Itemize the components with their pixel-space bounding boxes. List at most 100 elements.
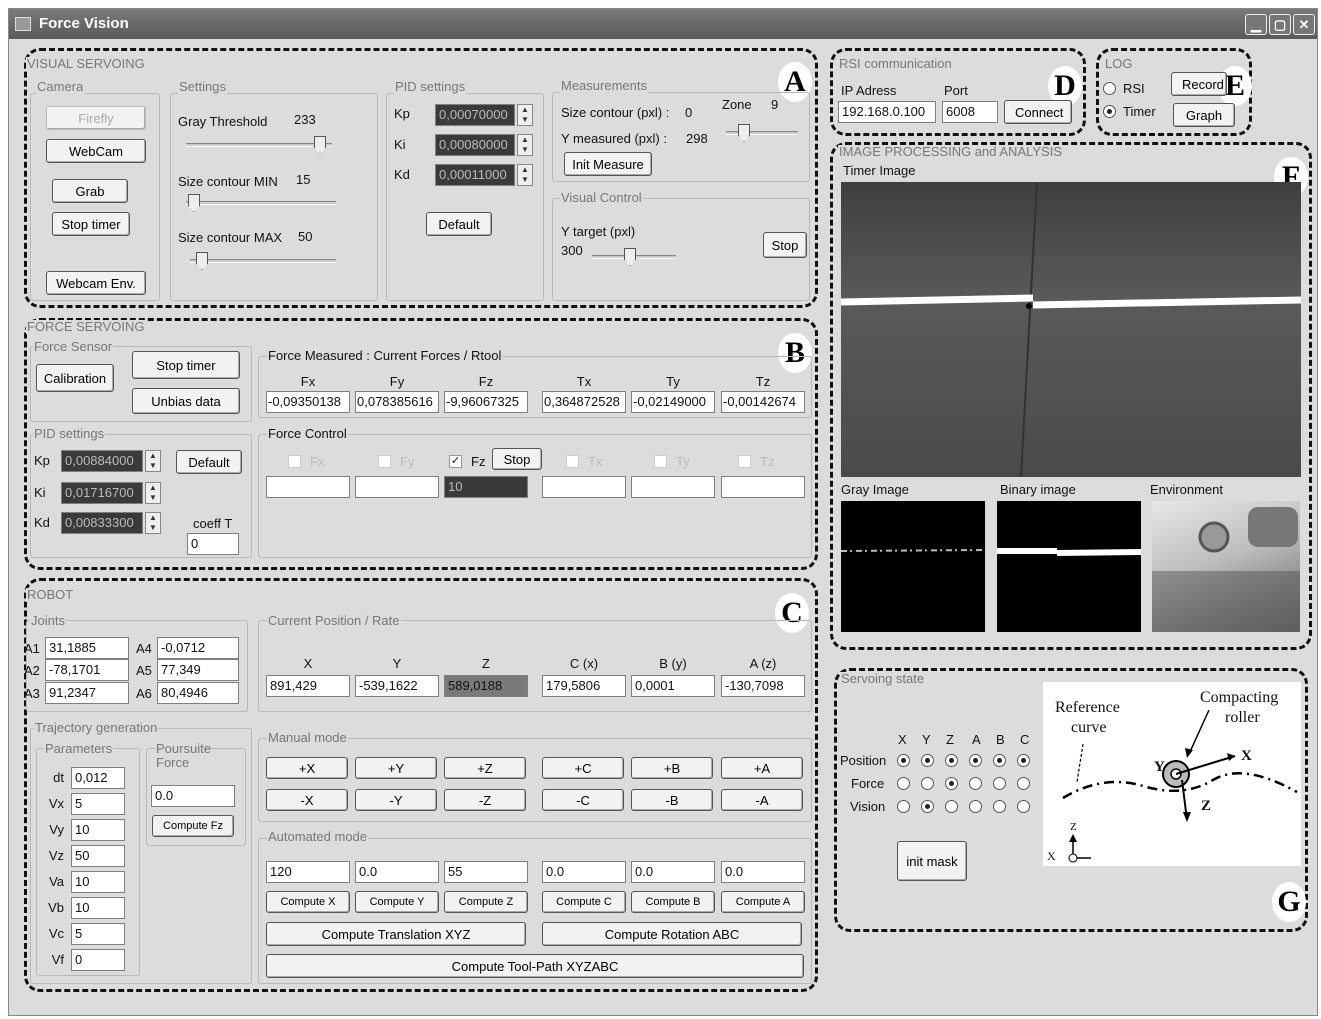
position-y-field[interactable]: -539,1622 (355, 675, 439, 697)
vb-field[interactable]: 10 (71, 897, 125, 919)
state-vision-b-radio[interactable] (993, 800, 1006, 813)
vz-field[interactable]: 50 (71, 845, 125, 867)
position-b-field[interactable]: 0,0001 (631, 675, 715, 697)
state-vision-x-radio[interactable] (897, 800, 910, 813)
state-vision-z-radio[interactable] (945, 800, 958, 813)
maximize-button[interactable]: ▢ (1269, 14, 1291, 35)
force-ki-spinner[interactable]: ▲▼ (145, 482, 161, 504)
compute-b-button[interactable]: Compute B (631, 891, 715, 913)
position-z-field[interactable]: 589,0188 (444, 675, 528, 697)
init-mask-button[interactable]: init mask (897, 841, 967, 881)
size-contour-max-slider[interactable] (190, 252, 336, 270)
compute-toolpath-button[interactable]: Compute Tool-Path XYZABC (266, 954, 804, 978)
state-vision-a-radio[interactable] (969, 800, 982, 813)
force-kd-field[interactable]: 0,00833300 (61, 512, 143, 534)
force-kp-spinner[interactable]: ▲▼ (145, 450, 161, 472)
position-c-field[interactable]: 179,5806 (542, 675, 626, 697)
force-pid-default-button[interactable]: Default (176, 450, 242, 474)
force-control-tz-checkbox[interactable] (738, 455, 751, 468)
force-control-ty-field[interactable] (631, 476, 715, 498)
position-a-field[interactable]: -130,7098 (721, 675, 805, 697)
a6-field[interactable]: 80,4946 (157, 682, 239, 704)
a3-field[interactable]: 91,2347 (45, 682, 129, 704)
compute-translation-button[interactable]: Compute Translation XYZ (266, 922, 526, 946)
minus-y-button[interactable]: -Y (355, 789, 437, 811)
state-vision-c-radio[interactable] (1017, 800, 1030, 813)
visual-ki-field[interactable]: 0,00080000 (435, 134, 515, 156)
rsi-radio[interactable] (1103, 82, 1116, 95)
close-button[interactable]: ✕ (1293, 14, 1315, 35)
state-vision-y-radio[interactable] (921, 800, 934, 813)
va-field[interactable]: 10 (71, 871, 125, 893)
measured-tx-field[interactable]: 0,364872528 (542, 391, 626, 413)
force-kd-spinner[interactable]: ▲▼ (145, 512, 161, 534)
a4-field[interactable]: -0,0712 (157, 637, 239, 659)
force-control-fz-field[interactable]: 10 (444, 476, 528, 498)
connect-button[interactable]: Connect (1004, 100, 1072, 124)
vc-field[interactable]: 5 (71, 923, 125, 945)
force-control-tz-field[interactable] (721, 476, 805, 498)
y-target-slider[interactable] (592, 248, 676, 266)
webcam-env-button[interactable]: Webcam Env. (46, 271, 146, 295)
grab-button[interactable]: Grab (52, 179, 128, 203)
force-control-tx-field[interactable] (542, 476, 626, 498)
state-position-y-radio[interactable] (921, 754, 934, 767)
visual-kp-field[interactable]: 0,00070000 (435, 104, 515, 126)
compute-z-button[interactable]: Compute Z (444, 891, 528, 913)
measured-fx-field[interactable]: -0,09350138 (266, 391, 350, 413)
timer-radio[interactable] (1103, 105, 1116, 118)
state-position-z-radio[interactable] (945, 754, 958, 767)
minimize-button[interactable]: ▁ (1245, 14, 1267, 35)
port-field[interactable]: 6008 (942, 101, 998, 123)
graph-button[interactable]: Graph (1173, 103, 1235, 127)
force-control-ty-checkbox[interactable] (654, 455, 667, 468)
minus-b-button[interactable]: -B (631, 789, 713, 811)
visual-ki-spinner[interactable]: ▲▼ (517, 134, 533, 156)
force-control-fx-checkbox[interactable] (288, 455, 301, 468)
visual-kd-field[interactable]: 0,00011000 (435, 164, 515, 186)
auto-y-field[interactable]: 0.0 (355, 861, 439, 883)
unbias-data-button[interactable]: Unbias data (132, 388, 240, 414)
gray-threshold-slider[interactable] (186, 136, 332, 154)
force-kp-field[interactable]: 0,00884000 (61, 450, 143, 472)
state-force-a-radio[interactable] (969, 777, 982, 790)
visual-kd-spinner[interactable]: ▲▼ (517, 164, 533, 186)
visual-kp-spinner[interactable]: ▲▼ (517, 104, 533, 126)
plus-c-button[interactable]: +C (542, 757, 624, 779)
compute-a-button[interactable]: Compute A (721, 891, 805, 913)
force-control-stop-button[interactable]: Stop (492, 448, 542, 470)
state-force-b-radio[interactable] (993, 777, 1006, 790)
force-control-fy-checkbox[interactable] (378, 455, 391, 468)
auto-x-field[interactable]: 120 (266, 861, 350, 883)
vf-field[interactable]: 0 (71, 949, 125, 971)
force-control-fz-checkbox[interactable]: ✓ (449, 455, 462, 468)
force-control-fy-field[interactable] (355, 476, 439, 498)
auto-b-field[interactable]: 0.0 (631, 861, 715, 883)
plus-y-button[interactable]: +Y (355, 757, 437, 779)
vy-field[interactable]: 10 (71, 819, 125, 841)
measured-ty-field[interactable]: -0,02149000 (631, 391, 715, 413)
compute-fz-button[interactable]: Compute Fz (152, 815, 234, 837)
plus-z-button[interactable]: +Z (444, 757, 526, 779)
state-force-y-radio[interactable] (921, 777, 934, 790)
size-contour-min-slider[interactable] (186, 194, 336, 212)
state-position-c-radio[interactable] (1017, 754, 1030, 767)
auto-a-field[interactable]: 0.0 (721, 861, 805, 883)
state-position-x-radio[interactable] (897, 754, 910, 767)
zone-slider[interactable] (726, 124, 798, 142)
visual-pid-default-button[interactable]: Default (426, 212, 492, 236)
firefly-button[interactable]: Firefly (46, 106, 146, 130)
force-ki-field[interactable]: 0,01716700 (61, 482, 143, 504)
minus-x-button[interactable]: -X (266, 789, 348, 811)
ip-address-field[interactable]: 192.168.0.100 (838, 101, 936, 123)
measured-fy-field[interactable]: 0,078385616 (355, 391, 439, 413)
plus-x-button[interactable]: +X (266, 757, 348, 779)
init-measure-button[interactable]: Init Measure (564, 152, 652, 176)
a5-field[interactable]: 77,349 (157, 659, 239, 681)
a1-field[interactable]: 31,1885 (45, 637, 129, 659)
compute-x-button[interactable]: Compute X (266, 891, 350, 913)
measured-tz-field[interactable]: -0,00142674 (721, 391, 805, 413)
poursuite-field[interactable]: 0.0 (151, 785, 235, 807)
force-control-tx-checkbox[interactable] (566, 455, 579, 468)
minus-a-button[interactable]: -A (721, 789, 803, 811)
